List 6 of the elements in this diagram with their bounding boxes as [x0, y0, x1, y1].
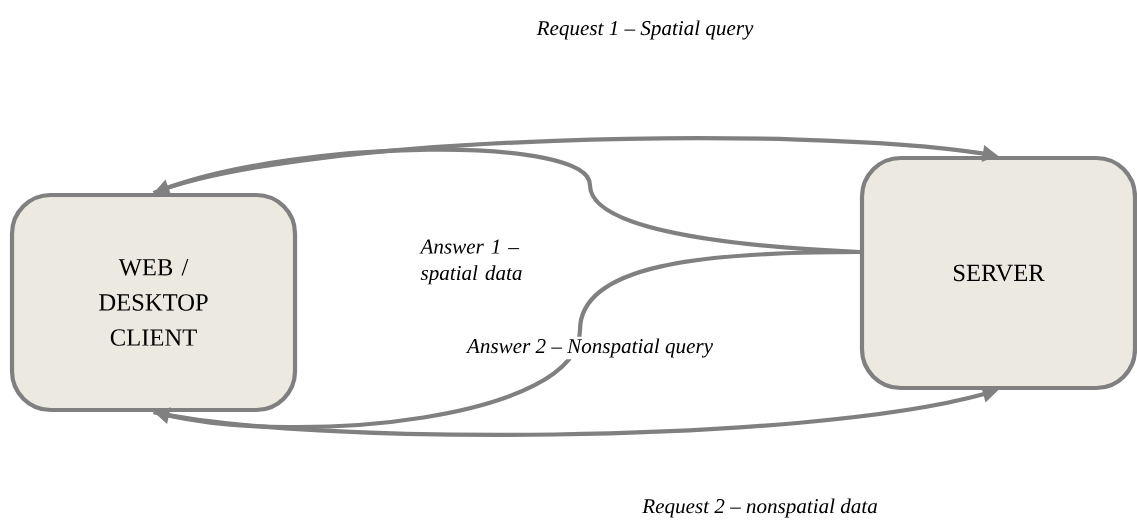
- edge-label: Answer 1 – spatial data: [418, 237, 538, 287]
- process-box: WEB / DESKTOP CLIENT: [9, 192, 298, 413]
- edge-label: Answer 2 – Nonspatial query: [465, 336, 715, 360]
- edge-label: Request 2 – nonspatial data: [640, 496, 880, 520]
- process-box: SERVER: [859, 155, 1137, 391]
- edge-label: Request 1 – Spatial query: [534, 18, 756, 42]
